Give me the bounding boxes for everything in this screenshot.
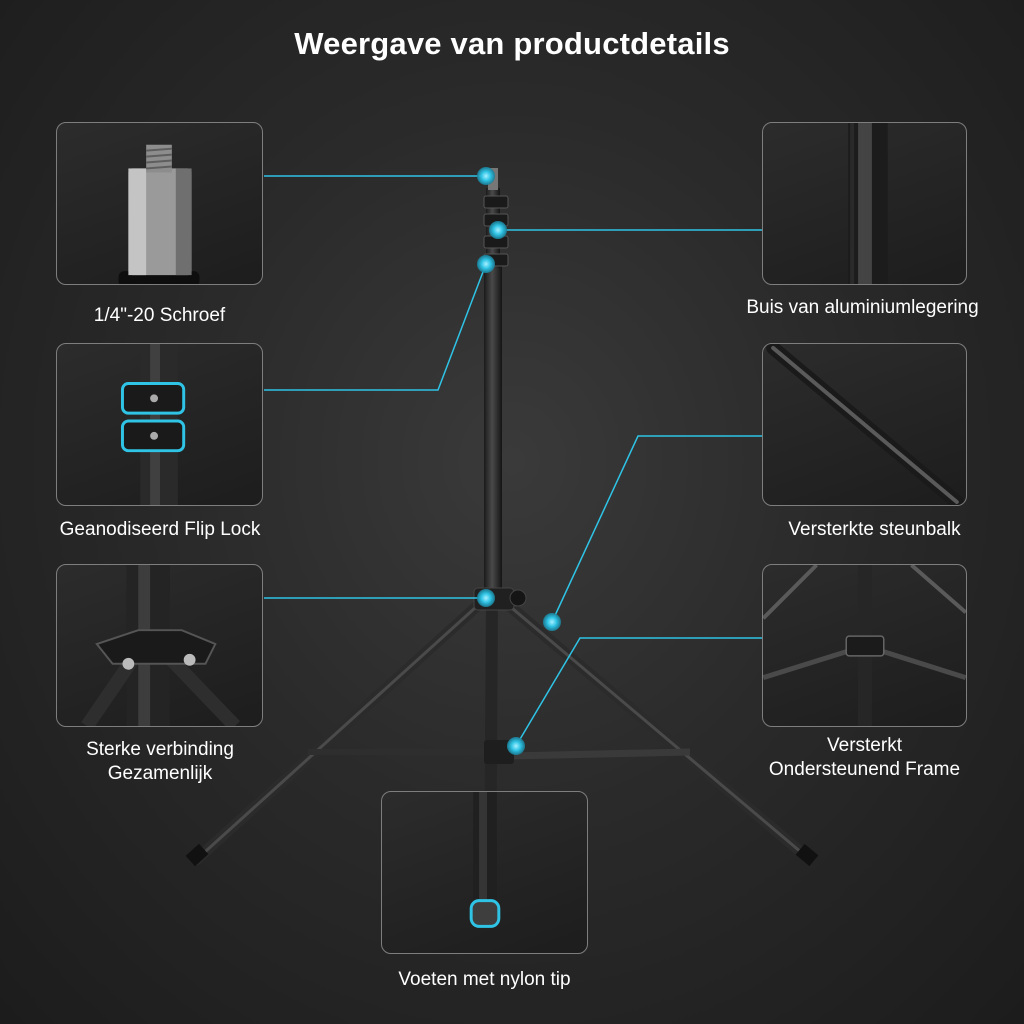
feet-label: Voeten met nylon tip xyxy=(398,969,571,990)
joint-label-line2: Gezamenlijk xyxy=(107,763,213,784)
screw-label: 1/4"-20 Schroef xyxy=(93,305,226,326)
joint-icon xyxy=(81,565,241,726)
tube-icon xyxy=(848,123,888,284)
screw-detail-panel xyxy=(56,122,263,285)
frame-label-line2: Ondersteunend Frame xyxy=(768,759,961,780)
page-title: Weergave van productdetails xyxy=(294,26,730,61)
feet-detail-panel xyxy=(381,791,588,954)
frame-detail-panel xyxy=(762,564,967,727)
frame-icon xyxy=(763,565,966,726)
screw-icon xyxy=(118,144,200,284)
brace-label: Versterkte steunbalk xyxy=(788,519,961,540)
flip-lock-icon xyxy=(120,344,186,505)
flip-lock-detail-panel xyxy=(56,343,263,506)
flip-lock-label: Geanodiseerd Flip Lock xyxy=(59,519,261,540)
callout-dots xyxy=(477,167,561,755)
tube-label: Buis van aluminiumlegering xyxy=(746,297,979,318)
brace-icon xyxy=(766,344,964,505)
callout-lines xyxy=(264,175,762,747)
right-brace xyxy=(507,748,691,760)
joint-label-line1: Sterke verbinding xyxy=(86,739,234,760)
frame-label-line1: Versterkt xyxy=(827,735,902,756)
tube-detail-panel xyxy=(762,122,967,285)
joint-detail-panel xyxy=(56,564,263,727)
brace-detail-panel xyxy=(762,343,967,506)
lower-pole xyxy=(484,262,502,602)
nylon-foot-icon xyxy=(469,792,501,928)
